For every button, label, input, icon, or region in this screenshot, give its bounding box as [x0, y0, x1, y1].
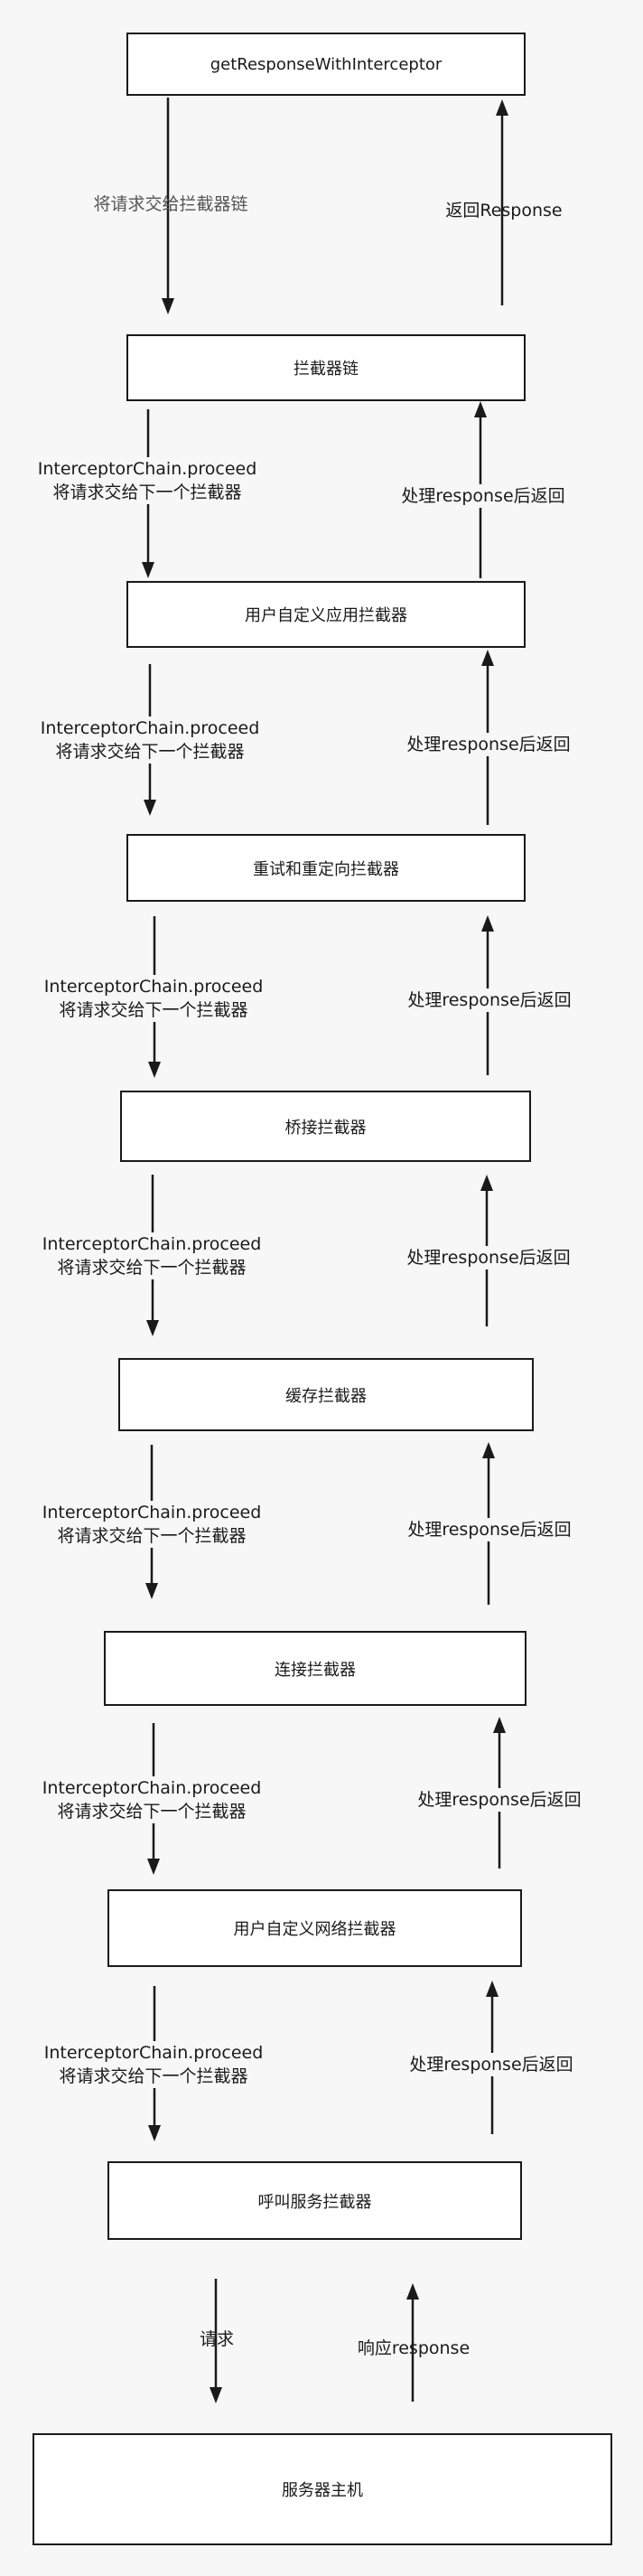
cache-interceptor-text: 缓存拦截器: [285, 1386, 367, 1406]
handle-response-label-1: 处理response后返回: [388, 484, 578, 508]
to-chain-label: 将请求交给拦截器链: [93, 194, 248, 214]
request-label: 请求: [199, 2329, 234, 2349]
bridge-interceptor-text: 桥接拦截器: [284, 1118, 367, 1138]
request-arrow-1: [162, 98, 174, 314]
handle-response-label-5: 处理response后返回: [395, 1518, 584, 1541]
interceptor-chain-text: 拦截器链: [294, 360, 359, 379]
interceptor-chain-box: 拦截器链: [126, 334, 526, 401]
app-interceptor-text: 用户自定义应用拦截器: [245, 606, 407, 625]
respond-response-label: 响应response: [357, 2338, 471, 2358]
cache-interceptor-box: 缓存拦截器: [118, 1358, 534, 1431]
server-host-text: 服务器主机: [282, 2481, 363, 2500]
get-response-text: getResponseWithInterceptor: [210, 54, 443, 74]
network-interceptor-text: 用户自定义网络拦截器: [233, 1920, 396, 1939]
call-server-interceptor-box: 呼叫服务拦截器: [107, 2161, 522, 2240]
bridge-interceptor-box: 桥接拦截器: [120, 1091, 531, 1162]
handle-response-label-3: 处理response后返回: [395, 988, 584, 1012]
server-host-box: 服务器主机: [33, 2433, 612, 2545]
request-arrow-9: [210, 2279, 222, 2403]
get-response-box: getResponseWithInterceptor: [126, 33, 526, 96]
handle-response-label-4: 处理response后返回: [394, 1246, 583, 1269]
return-response-label: 返回Response: [445, 201, 563, 220]
response-arrow-1: [496, 99, 508, 305]
handle-response-label-7: 处理response后返回: [396, 2053, 586, 2076]
retry-interceptor-box: 重试和重定向拦截器: [126, 834, 526, 902]
call-server-interceptor-text: 呼叫服务拦截器: [257, 2192, 372, 2212]
connect-interceptor-text: 连接拦截器: [275, 1660, 356, 1680]
handle-response-label-2: 处理response后返回: [394, 733, 583, 756]
app-interceptor-box: 用户自定义应用拦截器: [126, 581, 526, 648]
retry-interceptor-text: 重试和重定向拦截器: [253, 859, 399, 879]
handle-response-label-6: 处理response后返回: [405, 1788, 594, 1812]
connect-interceptor-box: 连接拦截器: [104, 1631, 527, 1706]
response-arrow-9: [406, 2283, 419, 2402]
network-interceptor-box: 用户自定义网络拦截器: [107, 1889, 522, 1967]
